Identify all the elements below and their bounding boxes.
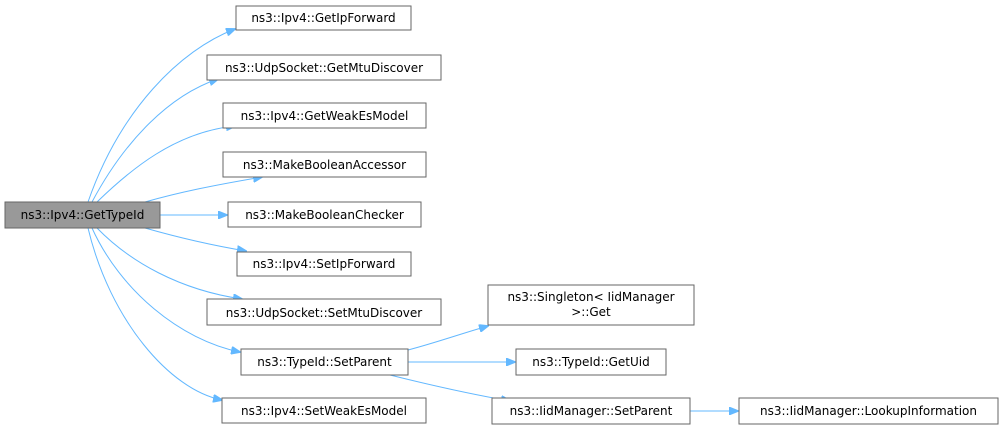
node-label: ns3::TypeId::SetParent (257, 355, 392, 369)
node-get-type-id[interactable]: ns3::Ipv4::GetTypeId (4, 201, 161, 229)
edge-gettypeid-to-setipforward (144, 227, 246, 251)
edge-gettypeid-to-makebooleanaccessor (144, 177, 262, 203)
edge-typeid-setparent-to-iidmanager-setparent (389, 374, 510, 401)
node-typeid-set-parent[interactable]: ns3::TypeId::SetParent (240, 348, 409, 376)
node-set-ip-forward[interactable]: ns3::Ipv4::SetIpForward (236, 251, 412, 277)
node-label: ns3::Ipv4::GetTypeId (21, 208, 145, 222)
node-label-line-2: >::Get (571, 305, 611, 319)
node-label: ns3::Ipv4::GetWeakEsModel (241, 109, 409, 123)
node-iidmanager-set-parent[interactable]: ns3::IidManager::SetParent (491, 397, 691, 425)
edge-gettypeid-to-udp-setmtudiscover (96, 227, 242, 299)
node-make-boolean-checker[interactable]: ns3::MakeBooleanChecker (227, 201, 422, 228)
node-make-boolean-accessor[interactable]: ns3::MakeBooleanAccessor (222, 151, 427, 178)
node-get-ip-forward[interactable]: ns3::Ipv4::GetIpForward (235, 5, 412, 31)
node-set-weak-es-model[interactable]: ns3::Ipv4::SetWeakEsModel (221, 397, 427, 424)
node-typeid-get-uid[interactable]: ns3::TypeId::GetUid (515, 348, 667, 376)
edges (87, 29, 738, 411)
node-label: ns3::UdpSocket::GetMtuDiscover (225, 61, 423, 75)
edge-gettypeid-to-udp-getmtudiscover (91, 79, 218, 203)
edge-gettypeid-to-getweakesmodel (96, 126, 235, 203)
node-label-line-1: ns3::Singleton< IidManager (507, 290, 674, 304)
edge-gettypeid-to-getipforward (87, 29, 235, 203)
node-iidmanager-lookup-information[interactable]: ns3::IidManager::LookupInformation (738, 397, 999, 425)
node-label: ns3::Ipv4::GetIpForward (251, 11, 395, 25)
node-singleton-get[interactable]: ns3::Singleton< IidManager >::Get (487, 284, 695, 326)
node-udp-set-mtu-discover[interactable]: ns3::UdpSocket::SetMtuDiscover (206, 298, 442, 326)
edge-gettypeid-to-setweakesmodel (87, 227, 222, 400)
node-udp-get-mtu-discover[interactable]: ns3::UdpSocket::GetMtuDiscover (206, 54, 442, 81)
node-label: ns3::UdpSocket::SetMtuDiscover (226, 306, 422, 320)
edge-typeid-setparent-to-singleton-get (407, 326, 488, 351)
edge-gettypeid-to-typeid-setparent (91, 227, 240, 352)
node-label: ns3::MakeBooleanChecker (245, 208, 404, 222)
node-get-weak-es-model[interactable]: ns3::Ipv4::GetWeakEsModel (222, 102, 427, 129)
node-label: ns3::IidManager::LookupInformation (760, 404, 977, 418)
node-label: ns3::Ipv4::SetIpForward (253, 257, 396, 271)
node-label: ns3::TypeId::GetUid (532, 355, 650, 369)
node-label: ns3::MakeBooleanAccessor (243, 158, 406, 172)
node-label: ns3::Ipv4::SetWeakEsModel (241, 404, 407, 418)
node-label: ns3::IidManager::SetParent (510, 404, 673, 418)
